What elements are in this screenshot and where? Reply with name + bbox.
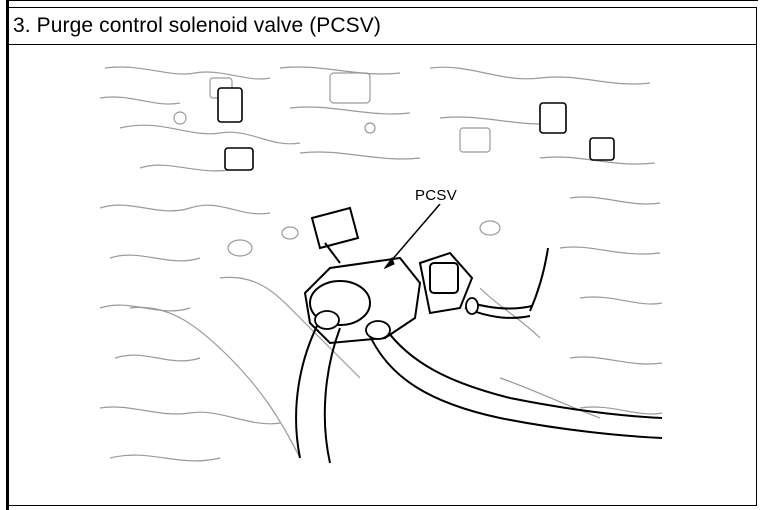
left-border: [6, 0, 9, 510]
hose-clamps: [314, 297, 479, 340]
right-border: [756, 45, 757, 505]
section-heading: 3. Purge control solenoid valve (PCSV): [13, 14, 381, 37]
hoses: [295, 247, 662, 464]
engine-bay-line-drawing: [100, 66, 662, 464]
upper-connectors: [217, 87, 615, 171]
pcsv-callout-label: PCSV: [413, 187, 460, 204]
callout-arrowhead: [383, 256, 395, 270]
background-engine-parts: [100, 66, 662, 462]
section-header-cell: 3. Purge control solenoid valve (PCSV): [9, 7, 757, 45]
bottom-border: [9, 505, 757, 506]
top-border: [6, 0, 758, 1]
callout-leader-line: [384, 203, 441, 269]
